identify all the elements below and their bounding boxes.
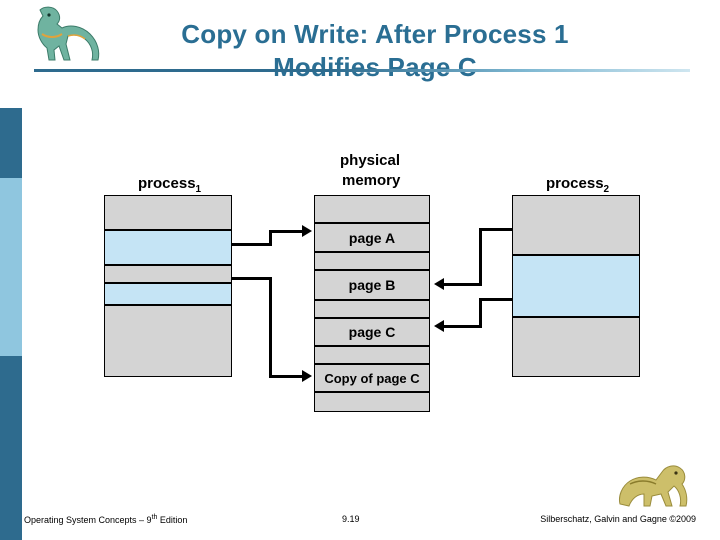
connector-p2-pageC-arrow <box>434 320 444 332</box>
connector-p2-pageB-arrow <box>434 278 444 290</box>
process2-block-2 <box>512 317 640 377</box>
process2-block-0 <box>512 195 640 255</box>
connector-p1-pageA-v <box>269 230 272 246</box>
dinosaur-logo-icon <box>37 6 100 61</box>
memory-block-1: page A <box>314 223 430 252</box>
footer-left-tail: Edition <box>157 515 188 525</box>
footer-left-superscript: th <box>151 514 158 521</box>
connector-p2-pageC-v <box>479 298 482 328</box>
process1-block-2 <box>104 265 232 283</box>
copy-on-write-diagram: process1 physical memory process2 page A… <box>0 140 720 420</box>
connector-p1-pageA-arrow <box>302 225 312 237</box>
connector-p1-pageA-h2 <box>269 230 303 233</box>
connector-p1-copyC-v <box>269 277 272 377</box>
process1-block-4 <box>104 305 232 377</box>
page-title: Copy on Write: After Process 1 Modifies … <box>90 18 660 85</box>
connector-p2-pageC-h2 <box>479 298 512 301</box>
footer-left-text: Operating System Concepts – 9th Edition <box>24 514 187 525</box>
slide-footer: Operating System Concepts – 9th Edition … <box>0 500 720 540</box>
memory-block-3: page B <box>314 270 430 300</box>
process1-label: process1 <box>138 175 202 195</box>
physical-memory-label-line1: physical <box>340 152 401 169</box>
page-title-line-2: Modifies Page C <box>273 52 477 83</box>
memory-block-4 <box>314 300 430 318</box>
left-accent-bar-highlight <box>0 178 22 356</box>
process2-block-1 <box>512 255 640 317</box>
footer-left-main: Operating System Concepts – 9 <box>24 515 152 525</box>
page-title-line-1: Copy on Write: After Process 1 <box>181 19 569 49</box>
connector-p2-pageB-h1 <box>444 283 482 286</box>
process1-block-0 <box>104 195 232 230</box>
process2-label: process2 <box>546 175 610 195</box>
connector-p1-copyC-h1 <box>232 277 272 280</box>
footer-copyright: Silberschatz, Galvin and Gagne ©2009 <box>540 514 696 524</box>
title-divider <box>34 69 690 72</box>
slide-number: 9.19 <box>342 514 360 524</box>
connector-p2-pageB-h2 <box>479 228 512 231</box>
connector-p1-copyC-h2 <box>269 375 303 378</box>
memory-block-2 <box>314 252 430 270</box>
memory-block-8 <box>314 392 430 412</box>
connector-p2-pageC-h1 <box>444 325 482 328</box>
connector-p1-pageA-h1 <box>232 243 272 246</box>
connector-p1-copyC-arrow <box>302 370 312 382</box>
memory-block-0 <box>314 195 430 223</box>
connector-p2-pageB-v <box>479 228 482 286</box>
left-accent-bar-top-gap <box>0 0 22 108</box>
memory-block-6 <box>314 346 430 364</box>
memory-block-7: Copy of page C <box>314 364 430 392</box>
dinosaur-logo-bottom-icon <box>619 465 688 507</box>
process1-block-1 <box>104 230 232 265</box>
physical-memory-label-line2: memory <box>342 172 401 189</box>
memory-block-5: page C <box>314 318 430 346</box>
process1-block-3 <box>104 283 232 305</box>
